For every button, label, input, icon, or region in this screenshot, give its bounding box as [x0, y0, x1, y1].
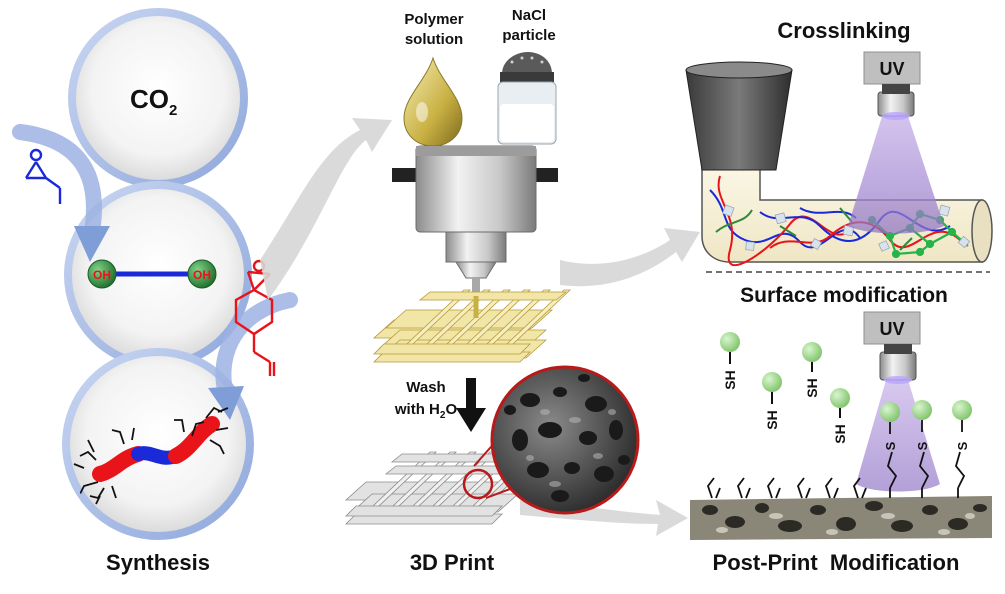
salt-shaker-icon — [497, 52, 557, 145]
uv-label-top: UV — [879, 59, 904, 79]
print-head — [392, 145, 558, 296]
epoxide-arrow — [12, 124, 102, 240]
nacl-label-1: NaCl — [512, 7, 546, 24]
print-title: 3D Print — [410, 550, 495, 575]
co2-label: CO2 — [130, 84, 177, 119]
sh-label-2: SH — [764, 410, 780, 429]
epoxide-molecule-icon — [24, 148, 62, 204]
vinyl-cyclohexene-oxide-icon — [234, 259, 276, 376]
surface-modification-title: Surface modification — [740, 284, 948, 307]
salt-crystals — [722, 204, 971, 252]
s-label-3: S — [955, 441, 970, 450]
vinyl-pendants-icon — [73, 406, 229, 505]
free-thiols — [720, 332, 850, 418]
s-label-2: S — [915, 441, 930, 450]
uv-lamp-top — [848, 84, 944, 234]
sh-label-1: SH — [722, 370, 738, 389]
vinyl-epoxide-arrowhead-icon — [208, 386, 244, 420]
post-print-title: Post-Print Modification — [713, 550, 960, 575]
wash-arrow-head-icon — [456, 408, 486, 432]
polymer-label-2: solution — [405, 31, 463, 48]
wash-label-1: Wash — [406, 379, 445, 396]
post-print-panel: Crosslinking UV — [685, 18, 993, 575]
crosslinking-title: Crosslinking — [777, 18, 910, 43]
synthesis-title: Synthesis — [106, 550, 210, 575]
printed-scaffold-yellow — [372, 289, 572, 363]
uv-label-bottom: UV — [879, 319, 904, 339]
epoxide-arrowhead-icon — [74, 226, 110, 262]
porous-scaffold-surface — [690, 496, 992, 540]
print-panel: Polymer solution NaCl particle — [344, 7, 640, 575]
sh-label-3: SH — [804, 378, 820, 397]
nacl-label-2: particle — [502, 27, 555, 44]
wash-label-2: with H2O — [394, 401, 458, 421]
bound-thiols — [880, 400, 972, 489]
uv-box-top — [863, 51, 921, 85]
polymer-circle — [62, 348, 254, 540]
flow-arrow-synthesis-to-print — [260, 118, 392, 300]
oh-label-right: OH — [193, 268, 211, 282]
vinyl-epoxide-arrow — [215, 292, 298, 403]
uv-lamp-bottom — [856, 344, 940, 492]
sh-label-4: SH — [832, 424, 848, 443]
extrusion-nozzle — [685, 69, 793, 171]
oh-label-left: OH — [93, 268, 111, 282]
oh-bead-right — [187, 259, 217, 289]
wash-arrow-shaft — [466, 378, 476, 410]
flow-arrow-print-to-crosslink — [560, 228, 700, 287]
oh-bead-left — [87, 259, 117, 289]
sem-micrograph-inset — [462, 365, 640, 515]
polymer-drop-icon — [403, 56, 463, 147]
polymer-label-1: Polymer — [404, 11, 463, 28]
s-label-1: S — [883, 441, 898, 450]
polymer-red-block-right — [168, 416, 220, 464]
surface-vinyl-groups — [706, 477, 959, 499]
synthesis-panel: CO2 OH OH Synthesis — [12, 8, 298, 575]
